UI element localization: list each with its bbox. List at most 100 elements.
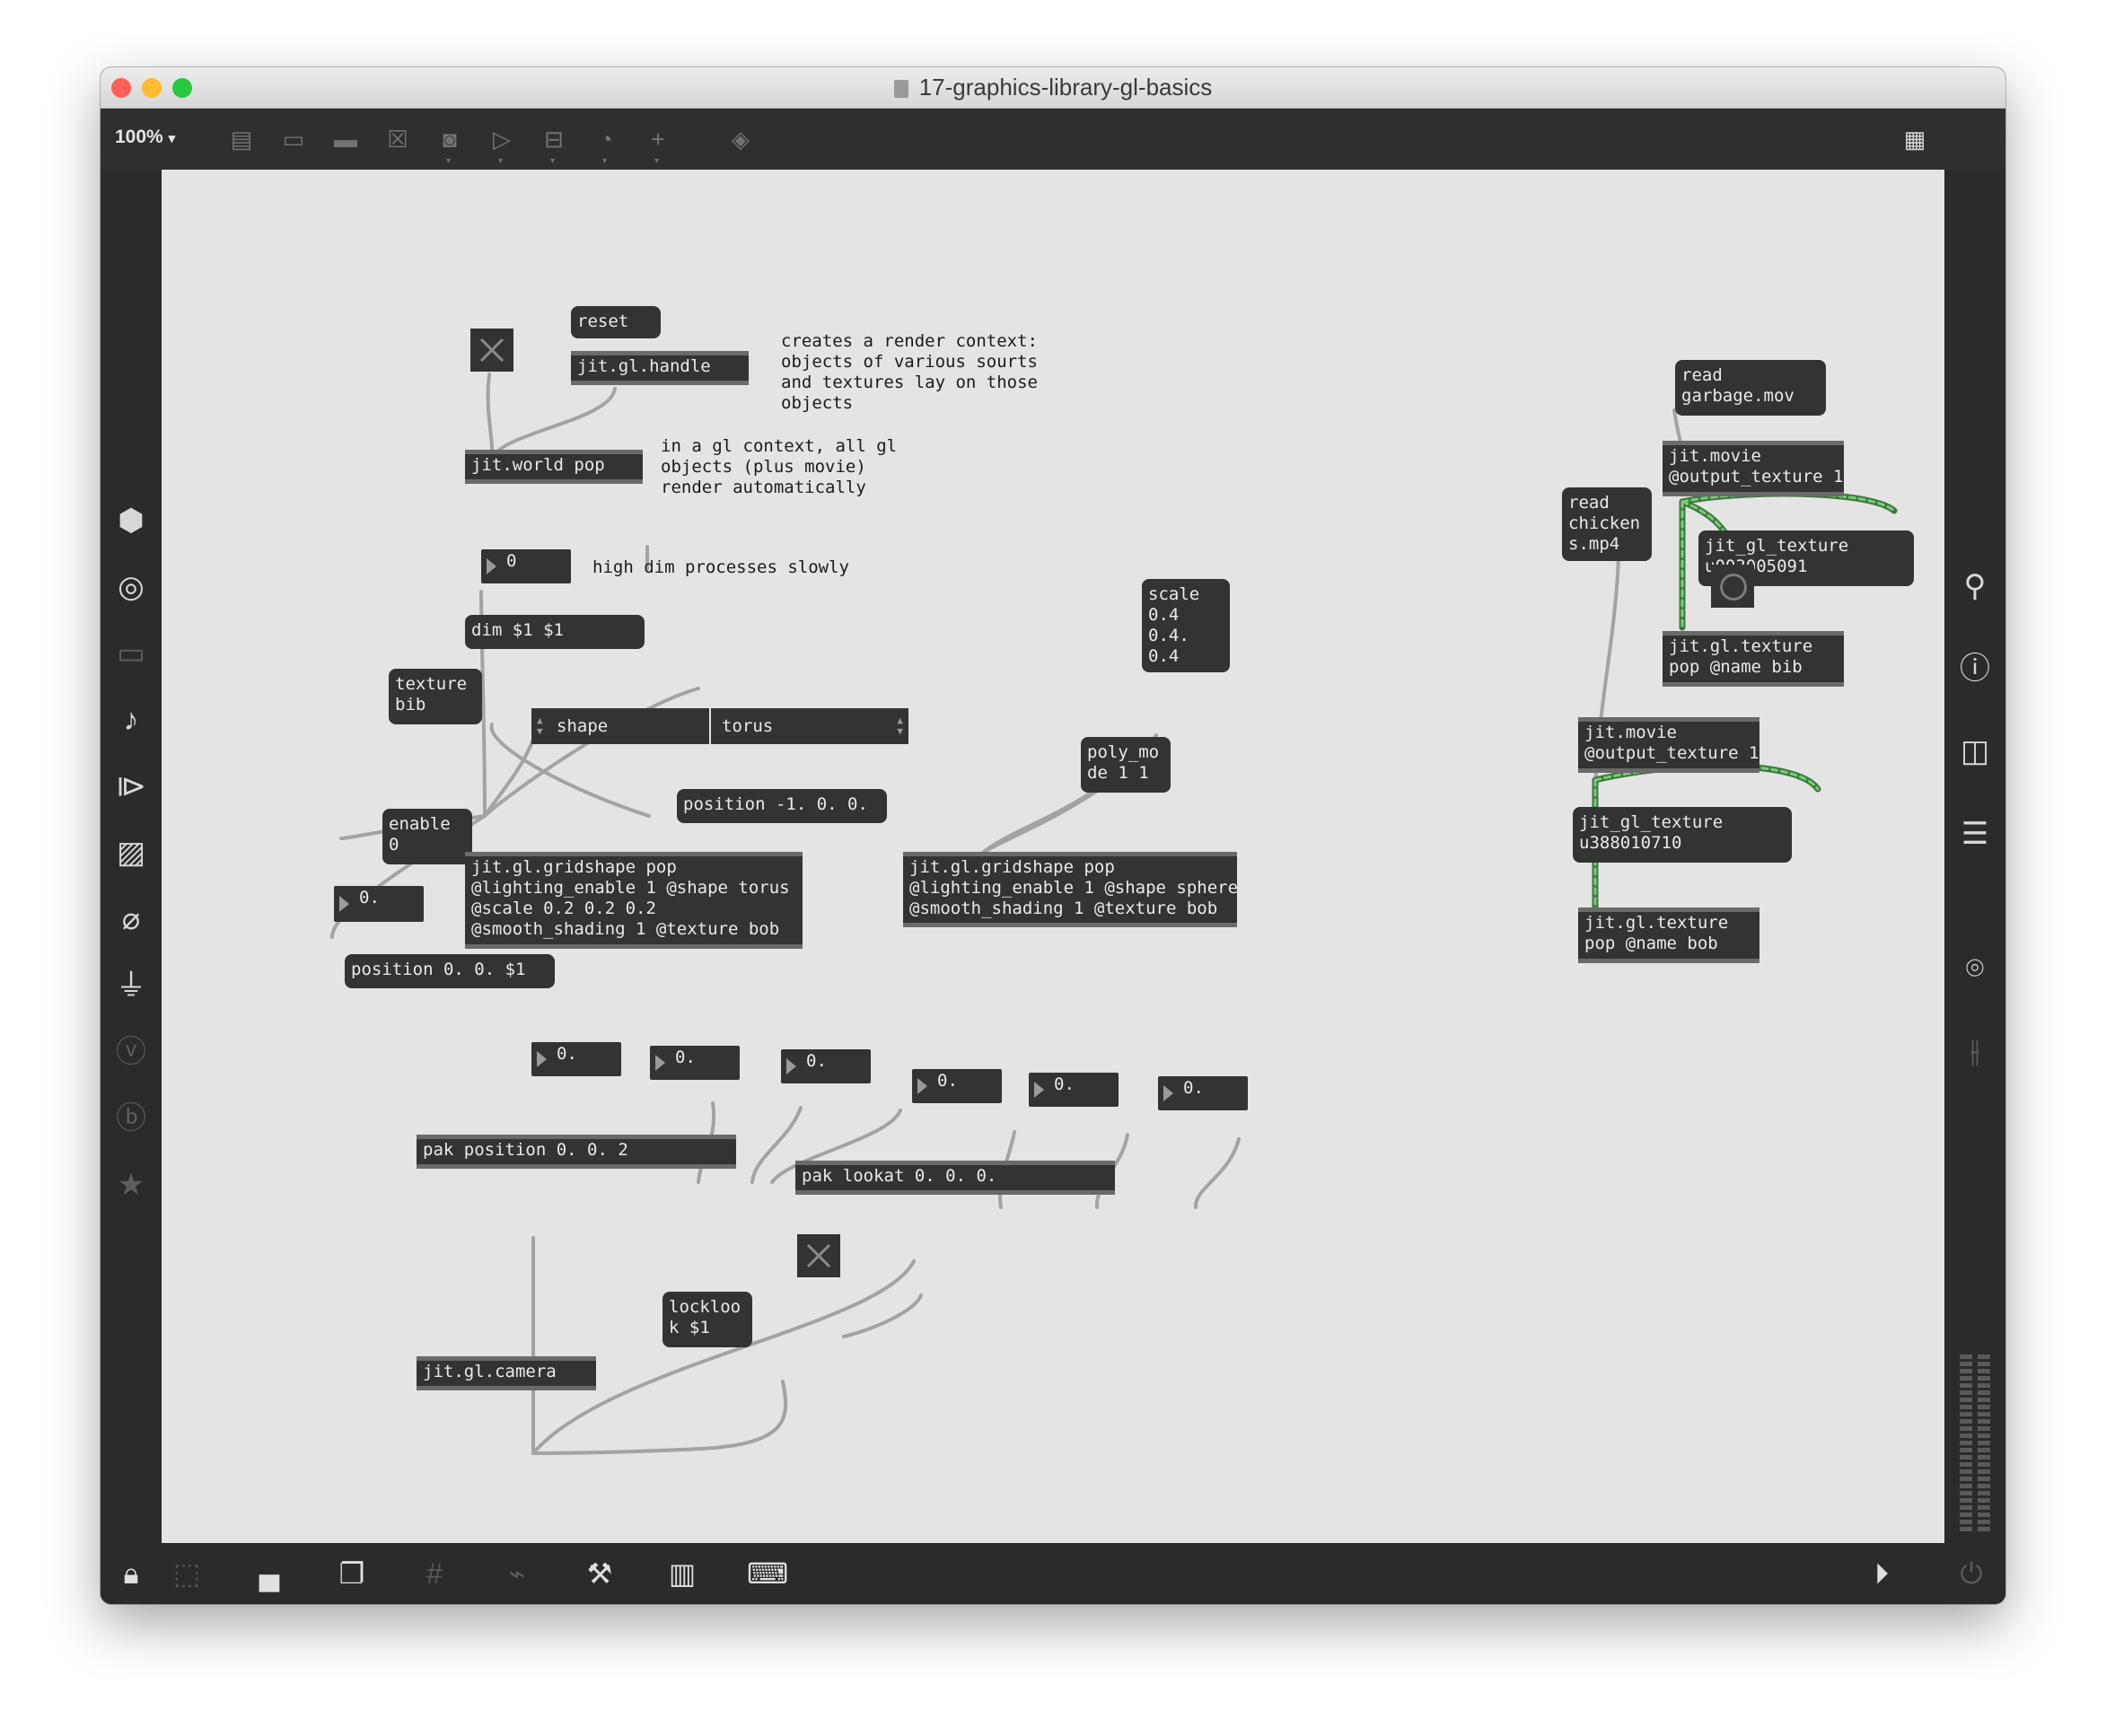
lookat-y-number[interactable]: 0. <box>1029 1073 1119 1107</box>
position-z-message[interactable]: position 0. 0. $1 <box>345 954 555 988</box>
position-x-number[interactable]: 0. <box>531 1042 621 1076</box>
image-icon[interactable]: ▨ <box>116 836 146 870</box>
shape-menu-left[interactable]: ▲▼shape <box>531 708 709 744</box>
pak-position-object[interactable]: pak position 0. 0. 2 <box>417 1135 736 1169</box>
star-icon[interactable]: ★ <box>117 1168 145 1202</box>
texture-bib-message[interactable]: texture bib <box>389 669 482 724</box>
window-title: 17-graphics-library-gl-basics <box>101 67 2005 108</box>
paperclip-icon[interactable]: ⌀ <box>121 902 141 936</box>
lookat-z-value: 0. <box>1183 1078 1204 1098</box>
windows-icon[interactable]: ❐ <box>338 1557 365 1590</box>
zoom-menu[interactable]: 100% ▾ <box>115 127 175 148</box>
comment-icon[interactable]: ▬ <box>334 126 357 153</box>
media-icon[interactable]: ⧐ <box>116 769 146 803</box>
shape-menu-arrows-icon: ▲▼ <box>897 715 903 737</box>
wrench-icon[interactable]: ⚒ <box>586 1557 613 1590</box>
shape-menu-right[interactable]: torus ▲▼ <box>711 708 908 744</box>
zoom-window-button[interactable] <box>172 78 192 98</box>
transport-icon[interactable]: ⏵ <box>1873 1557 1889 1590</box>
gridshape-sphere-object[interactable]: jit.gl.gridshape pop @lighting_enable 1 … <box>903 852 1238 927</box>
locklook-toggle[interactable] <box>797 1234 840 1277</box>
close-window-button[interactable] <box>111 78 131 98</box>
texture-bob-object[interactable]: jit.gl.texture pop @name bob <box>1578 907 1759 963</box>
presentation-icon[interactable]: ▄ <box>259 1557 280 1590</box>
number-icon[interactable]: ▷▾ <box>493 126 511 166</box>
jit-gl-camera-object[interactable]: jit.gl.camera <box>417 1356 596 1390</box>
patch-cord-icon[interactable]: ⌁ <box>508 1557 526 1590</box>
position-z-value: 0. <box>806 1051 827 1071</box>
position-z-number[interactable]: 0. <box>781 1049 871 1083</box>
position-neg-message[interactable]: position -1. 0. 0. <box>677 789 887 823</box>
dial-icon[interactable]: ◔▾ <box>599 126 613 166</box>
film-icon[interactable]: ▭ <box>116 636 146 671</box>
patch-canvas[interactable]: reset jit.gl.handle creates a render con… <box>162 170 1944 1543</box>
gl-handle-object[interactable]: jit.gl.handle <box>571 351 749 385</box>
dim-number-box[interactable]: 0 <box>481 549 571 583</box>
left-sidebar: ⬢ ◎ ▭ ♪ ⧐ ▨ ⌀ ⏚ ⓥ ⓑ ★ <box>101 170 162 1543</box>
gridshape-torus-object[interactable]: jit.gl.gridshape pop @lighting_enable 1 … <box>465 852 803 949</box>
toolbar: 100% ▾ ▤ ▭ ▬ ☒ ◙▾ ▷▾ ⊟▾ ◔▾ +▾ ◈ ▦ <box>101 109 2005 170</box>
grid-view-icon[interactable]: ▦ <box>1903 126 1926 153</box>
minimize-window-button[interactable] <box>142 78 162 98</box>
texture-name-message-2[interactable]: jit_gl_texture u388010710 <box>1573 807 1792 863</box>
slider-icon[interactable]: ⊟▾ <box>544 126 564 166</box>
max-patcher-window: 17-graphics-library-gl-basics 100% ▾ ▤ ▭… <box>101 67 2005 1604</box>
dim-message[interactable]: dim $1 $1 <box>465 615 645 649</box>
comment-render-context: creates a render context: objects of var… <box>781 331 1038 413</box>
float-number-left-value: 0. <box>359 888 380 907</box>
enable-message[interactable]: enable 0 <box>382 809 472 864</box>
position-y-value: 0. <box>675 1048 696 1067</box>
camera-icon[interactable]: ⌾ <box>1965 951 1985 986</box>
select-icon[interactable]: ⬚ <box>172 1557 201 1590</box>
jit-world-object[interactable]: jit.world pop <box>465 450 643 484</box>
search-icon[interactable]: ⚲ <box>1963 569 1987 603</box>
lock-icon[interactable]: 🔒︎ <box>123 1557 139 1590</box>
scale-message[interactable]: scale 0.4 0.4. 0.4 <box>1142 579 1230 672</box>
cube-icon[interactable]: ⬢ <box>118 504 145 538</box>
position-y-number[interactable]: 0. <box>650 1046 740 1080</box>
lookat-z-number[interactable]: 0. <box>1158 1076 1248 1110</box>
grid-icon[interactable]: # <box>426 1557 443 1590</box>
world-toggle[interactable] <box>470 329 513 372</box>
jit-movie-garbage-object[interactable]: jit.movie @output_texture 1 <box>1663 441 1844 496</box>
message-icon[interactable]: ▭ <box>282 126 305 153</box>
title-bar[interactable]: 17-graphics-library-gl-basics <box>101 67 2005 109</box>
note-icon[interactable]: ♪ <box>123 703 139 737</box>
shape-menu-right-label: torus <box>722 716 774 736</box>
level-meter-right <box>1978 1355 1990 1534</box>
read-chicken-message[interactable]: read chicken s.mp4 <box>1562 487 1652 561</box>
position-x-value: 0. <box>557 1044 577 1064</box>
level-meter-left <box>1960 1355 1972 1534</box>
poly-mode-message[interactable]: poly_mo de 1 1 <box>1081 737 1171 793</box>
bang-button[interactable] <box>1711 565 1754 608</box>
reset-message[interactable]: reset <box>571 306 661 338</box>
read-garbage-message[interactable]: read garbage.mov <box>1675 360 1826 416</box>
keyboard-icon[interactable]: ⌨ <box>747 1557 789 1590</box>
zoom-label: 100% <box>115 127 163 147</box>
mixer-icon[interactable]: ⫲ <box>1970 1034 1980 1068</box>
add-icon[interactable]: +▾ <box>651 126 665 166</box>
paint-bucket-icon[interactable]: ◈ <box>732 126 750 153</box>
texture-bib-object[interactable]: jit.gl.texture pop @name bib <box>1663 631 1844 687</box>
b-icon[interactable]: ⓑ <box>116 1101 146 1135</box>
vimeo-icon[interactable]: ⓥ <box>116 1035 146 1069</box>
new-object-icon[interactable]: ▤ <box>230 126 253 153</box>
toggle-icon[interactable]: ☒ <box>387 126 408 153</box>
comment-gl-context: in a gl context, all gl objects (plus mo… <box>661 436 898 497</box>
float-number-left[interactable]: 0. <box>334 886 424 922</box>
info-icon[interactable]: ⓘ <box>1960 652 1990 686</box>
texture-name-message-1[interactable]: jit_gl_texture u003005091 <box>1698 530 1914 586</box>
power-icon[interactable]: ⏻ <box>1960 1557 1983 1590</box>
record-icon[interactable]: ◎ <box>118 570 145 604</box>
pak-lookat-object[interactable]: pak lookat 0. 0. 0. <box>795 1161 1115 1195</box>
jit-movie-chicken-object[interactable]: jit.movie @output_texture 1 <box>1578 717 1759 773</box>
list-icon[interactable]: ☰ <box>1961 817 1989 851</box>
button-icon[interactable]: ◙▾ <box>443 126 457 166</box>
locklook-message[interactable]: lockloo k $1 <box>663 1292 752 1347</box>
chevron-down-icon: ▾ <box>168 131 176 146</box>
columns-icon[interactable]: ◫ <box>1960 734 1990 768</box>
level-meter <box>1956 1355 1994 1534</box>
lookat-x-number[interactable]: 0. <box>912 1069 1002 1103</box>
plug-icon[interactable]: ⏚ <box>116 969 146 1003</box>
piano-icon[interactable]: ▥ <box>668 1557 697 1590</box>
